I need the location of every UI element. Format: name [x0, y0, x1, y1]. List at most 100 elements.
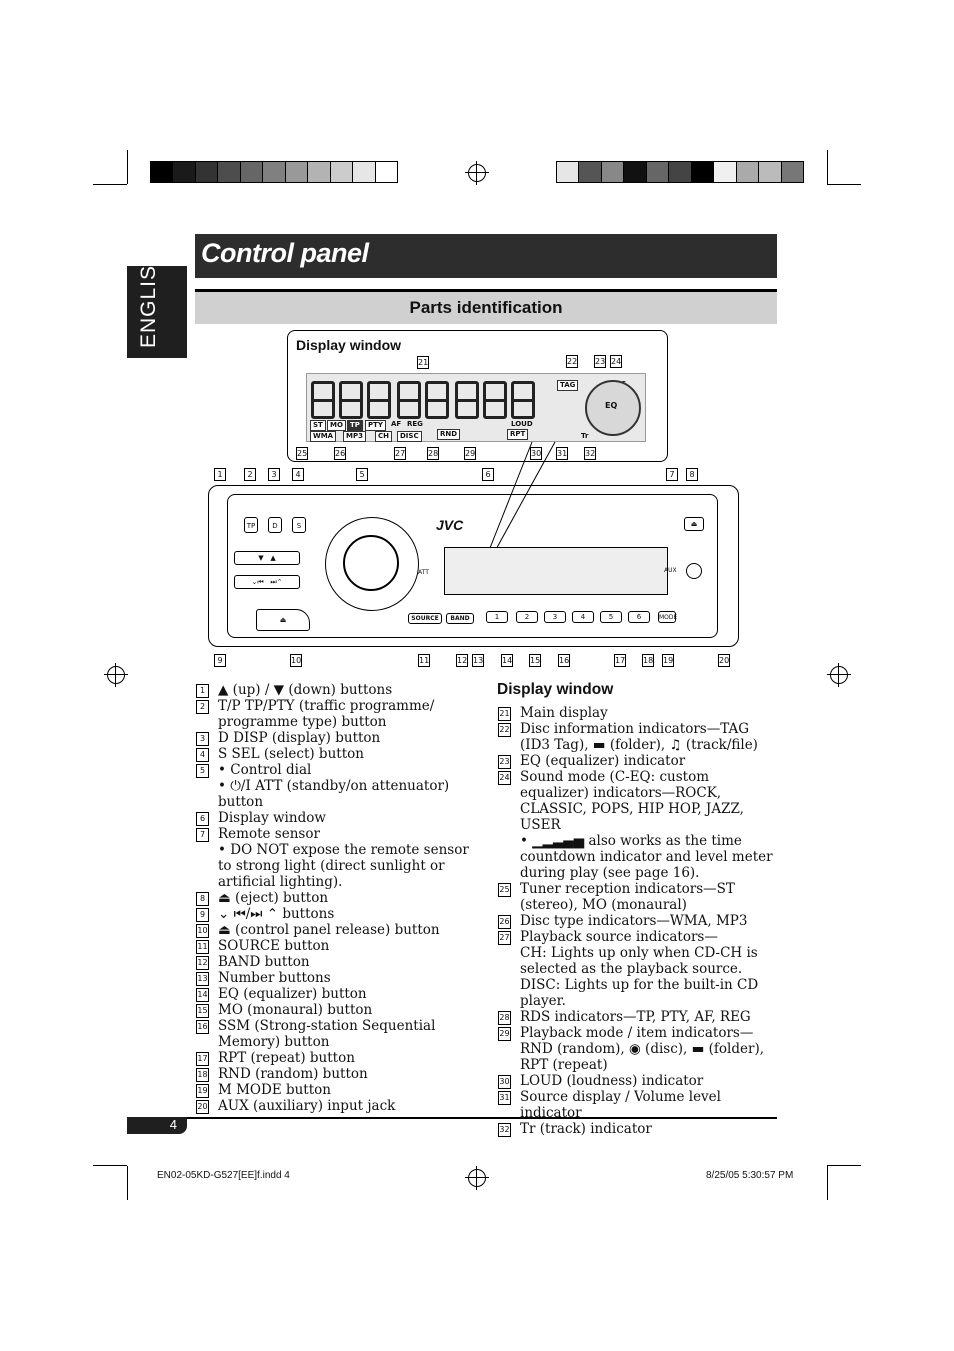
indicator-wma: WMA — [310, 431, 337, 442]
display-window-text: • ▁▂▃▄▅ also works as the time countdown… — [520, 833, 773, 881]
crop-mark — [827, 1166, 828, 1200]
parts-number: 14 — [196, 988, 209, 1002]
indicator-st: ST — [310, 420, 326, 431]
indicator-ch: CH — [375, 431, 392, 442]
callout-12: 12 — [456, 654, 468, 667]
display-window-text: Disc information indicators—TAG (ID3 Tag… — [520, 721, 758, 753]
indicator-disc: DISC — [397, 431, 422, 442]
parts-item: 19 M MODE button — [196, 1082, 476, 1098]
parts-number: 5 — [196, 764, 209, 778]
indicator-af: AF — [391, 420, 402, 428]
callout-5: 5 — [356, 468, 368, 481]
parts-item: 5 • Control dial — [196, 762, 476, 778]
display-window-number: 29 — [498, 1027, 511, 1041]
lcd-digit — [425, 381, 449, 419]
parts-item: • DO NOT expose the remote sensor to str… — [196, 842, 476, 890]
parts-number: 12 — [196, 956, 209, 970]
parts-number: 4 — [196, 748, 209, 762]
parts-number: 10 — [196, 924, 209, 938]
callout-27: 27 — [394, 447, 406, 460]
lcd-panel: TAG POPS ST MO TP PTY AF REG LOUD WMA MP… — [306, 373, 646, 442]
registration-mark-icon — [104, 663, 128, 687]
callout-9: 9 — [214, 654, 226, 667]
parts-number: 11 — [196, 940, 209, 954]
callout-7: 7 — [666, 468, 678, 481]
d-button: D — [268, 517, 282, 533]
parts-text: S SEL (select) button — [218, 746, 364, 762]
parts-number: 17 — [196, 1052, 209, 1066]
display-window-number: 28 — [498, 1011, 511, 1025]
aux-jack — [686, 563, 702, 579]
indicator-mp3: MP3 — [343, 431, 366, 442]
section-title: Parts identification — [409, 298, 563, 317]
parts-number: 13 — [196, 972, 209, 986]
page-number: 4 — [169, 1117, 177, 1132]
parts-text: • Control dial — [218, 762, 312, 778]
eject-button: ⏏ — [684, 517, 704, 531]
s-button: S — [292, 517, 306, 533]
display-window-text: Disc type indicators—WMA, MP3 — [520, 913, 748, 929]
source-button: SOURCE — [408, 613, 442, 624]
parts-item: 17 RPT (repeat) button — [196, 1050, 476, 1066]
parts-number: 19 — [196, 1084, 209, 1098]
indicator-rnd: RND — [437, 429, 461, 440]
control-panel-face: TP D S ▼ ▲ ⌄⏮ ⏭⌃ ⏏ JVC ATT SOURCE BAND 1… — [227, 494, 718, 638]
control-dial — [325, 517, 419, 611]
display-window-item: • ▁▂▃▄▅ also works as the time countdown… — [498, 833, 778, 881]
footer-rule — [127, 1117, 777, 1119]
callout-14: 14 — [501, 654, 513, 667]
section-bar: Parts identification — [195, 289, 777, 324]
lcd-digit — [339, 381, 363, 419]
display-window-text: Tr (track) indicator — [520, 1121, 652, 1137]
lcd-digit — [367, 381, 391, 419]
parts-text: RPT (repeat) button — [218, 1050, 355, 1066]
indicator-loud: LOUD — [511, 420, 533, 428]
parts-text: D DISP (display) button — [218, 730, 381, 746]
callout-31: 31 — [556, 447, 568, 460]
eq-indicator: EQ — [585, 380, 641, 436]
callout-10: 10 — [290, 654, 302, 667]
number-button-5: 5 — [600, 611, 622, 623]
unit-display-window — [444, 547, 668, 595]
callout-20: 20 — [718, 654, 730, 667]
display-window-text: RDS indicators—TP, PTY, AF, REG — [520, 1009, 751, 1025]
callout-30: 30 — [530, 447, 542, 460]
parts-number: 9 — [196, 908, 209, 922]
crop-mark — [827, 150, 828, 184]
callout-18: 18 — [642, 654, 654, 667]
tp-button: TP — [244, 517, 258, 533]
registration-mark-icon — [827, 663, 851, 687]
display-window-number: 22 — [498, 723, 511, 737]
indicator-rpt: RPT — [507, 429, 529, 440]
aux-label: AUX — [664, 567, 677, 574]
parts-number: 16 — [196, 1020, 209, 1034]
callout-16: 16 — [558, 654, 570, 667]
display-window-text: CH: Lights up only when CD-CH is selecte… — [520, 945, 758, 977]
parts-text: • ⏻/I ATT (standby/on attenuator) button — [218, 778, 450, 810]
display-window-text: Playback source indicators— — [520, 929, 718, 945]
imprint-file: EN02-05KD-G527[EE]f.indd 4 — [157, 1170, 290, 1181]
indicator-tp: TP — [347, 420, 363, 431]
mode-button: MODE — [658, 611, 677, 623]
callout-29: 29 — [464, 447, 476, 460]
display-window-item: DISC: Lights up for the built-in CD play… — [498, 977, 778, 1009]
display-window-item: 22 Disc information indicators—TAG (ID3 T… — [498, 721, 778, 753]
display-window-text: EQ (equalizer) indicator — [520, 753, 686, 769]
number-button-4: 4 — [572, 611, 594, 623]
page-title: Control panel — [201, 238, 369, 268]
indicator-mo: MO — [327, 420, 346, 431]
parts-text: ⏏ (control panel release) button — [218, 922, 440, 938]
parts-text: M MODE button — [218, 1082, 331, 1098]
band-button: BAND — [446, 613, 474, 624]
